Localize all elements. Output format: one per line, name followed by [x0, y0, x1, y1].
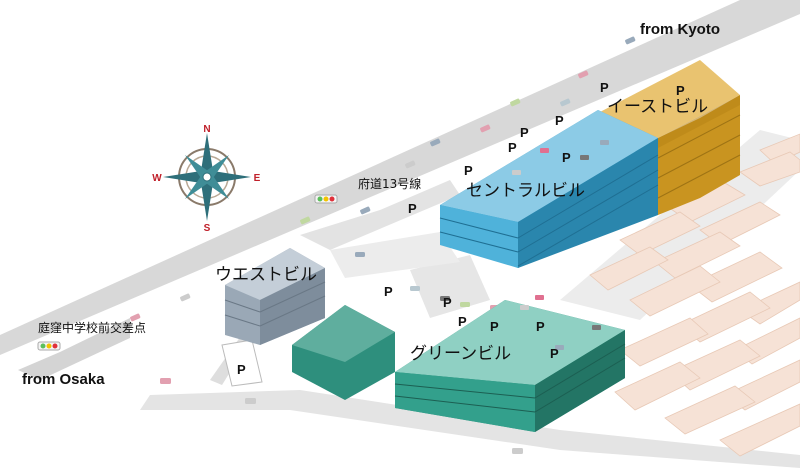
compass-north-label: N — [203, 124, 210, 135]
parking-marker: P — [562, 150, 571, 165]
east-building-label: イーストビル — [607, 97, 708, 117]
compass-west-label: W — [152, 173, 162, 184]
west-building[interactable] — [224, 248, 326, 345]
central-building[interactable] — [439, 110, 659, 268]
main-road — [0, 0, 800, 355]
west-parking-lot — [221, 339, 263, 387]
parking-marker: P — [464, 163, 473, 178]
parking-marker: P — [490, 319, 499, 334]
residential-area — [589, 133, 800, 457]
green-building-label: グリーンビル — [410, 344, 511, 364]
from-kyoto-label: from Kyoto — [640, 21, 720, 38]
parking-marker: P — [676, 83, 685, 98]
parking-marker: P — [550, 346, 559, 361]
compass-rose — [163, 133, 251, 221]
parking-marker: P — [443, 295, 452, 310]
main-road-label: 府道13号線 — [358, 176, 421, 191]
parking-marker: P — [408, 201, 417, 216]
parking-marker: P — [520, 125, 529, 140]
traffic-signal-kyoto — [314, 194, 338, 204]
central-building-label: セントラルビル — [466, 181, 585, 201]
parking-marker: P — [555, 113, 564, 128]
center-parking-lot — [410, 255, 490, 318]
parking-marker: P — [600, 80, 609, 95]
west-building-label: ウエストビル — [215, 265, 317, 285]
east-building[interactable] — [600, 60, 741, 215]
parking-marker: P — [458, 314, 467, 329]
parking-marker: P — [237, 362, 246, 377]
from-osaka-label: from Osaka — [22, 371, 105, 388]
access-road — [300, 180, 460, 250]
parking-marker: P — [508, 140, 517, 155]
compass-east-label: E — [254, 173, 261, 184]
parking-marker: P — [536, 319, 545, 334]
compass-south-label: S — [204, 223, 211, 234]
traffic-signal-intersection — [37, 341, 61, 351]
parking-marker: P — [384, 284, 393, 299]
osaka-approach-road — [18, 318, 130, 380]
parking-markers: P P P P P P P P P P P P P P P — [237, 80, 685, 377]
front-plaza — [330, 232, 460, 278]
green-building[interactable] — [292, 295, 626, 432]
lower-road — [140, 390, 800, 468]
intersection-label: 庭窪中学校前交差点 — [38, 320, 146, 335]
